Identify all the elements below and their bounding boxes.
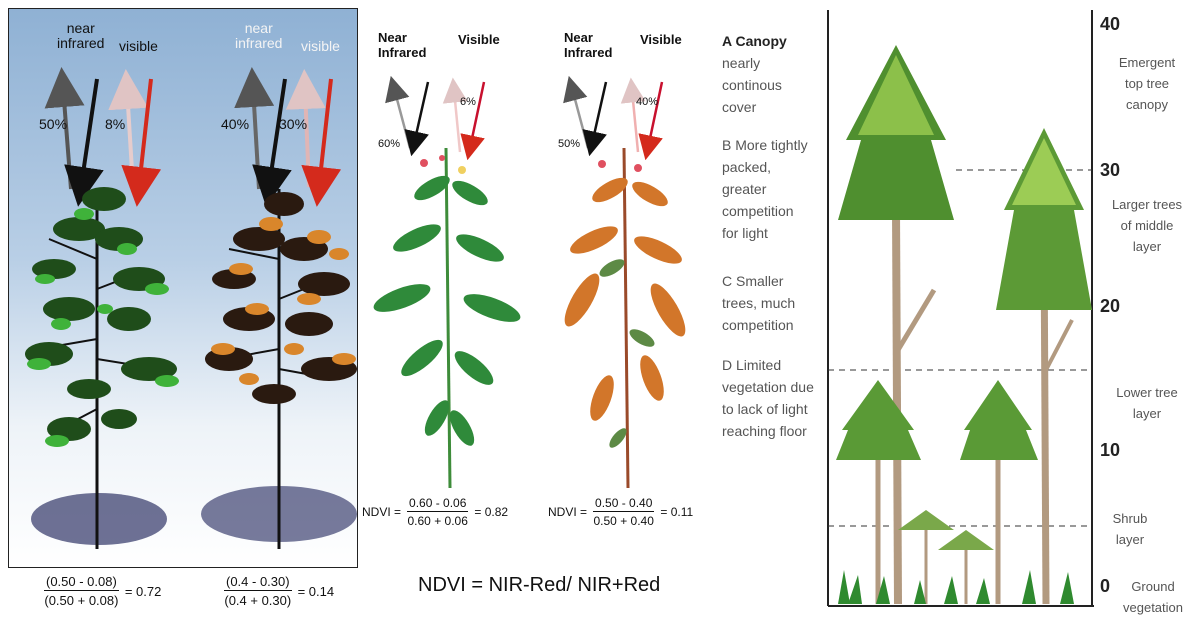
ndvi-formula-healthy: (0.50 - 0.08)(0.50 + 0.08) = 0.72: [44, 574, 161, 608]
near-infrared-label: near infrared: [235, 21, 282, 51]
layer-a-description: nearly continous cover: [722, 52, 822, 118]
height-axis-40: 40: [1100, 14, 1120, 35]
emergent-layer-label: Emergent top tree canopy: [1104, 52, 1190, 115]
incoming-visible-arrow: [139, 79, 151, 187]
formula-numerator: (0.4 - 0.30): [224, 574, 292, 591]
height-axis-20: 20: [1100, 296, 1120, 317]
tree-illustration: [9, 9, 357, 567]
formula-result: = 0.82: [474, 505, 508, 519]
visible-percent-label: 8%: [105, 117, 125, 132]
ground-vegetation: [838, 570, 1074, 604]
reflected-visible-arrow: [127, 89, 133, 187]
visible-label: Visible: [458, 32, 500, 47]
incoming-nir-arrow: [269, 79, 285, 187]
formula-result: = 0.72: [125, 584, 162, 599]
visible-label: visible: [301, 39, 340, 54]
middle-layer-label: Larger trees of middle layer: [1104, 194, 1190, 257]
shrub: [898, 510, 954, 604]
plant-illustration: [362, 18, 702, 498]
lower-layer-tree: [836, 380, 921, 604]
formula-result: = 0.11: [660, 505, 693, 519]
formula-result: = 0.14: [298, 584, 335, 599]
visible-label: visible: [119, 39, 158, 54]
formula-numerator: (0.50 - 0.08): [44, 574, 119, 591]
height-axis-0: 0: [1100, 576, 1110, 597]
lower-layer-label: Lower tree layer: [1104, 382, 1190, 424]
height-axis-30: 30: [1100, 160, 1120, 181]
formula-prefix: NDVI =: [362, 505, 401, 519]
layer-a-title: A Canopy: [722, 30, 822, 52]
visible-percent-label: 30%: [279, 117, 307, 132]
reflected-nir-arrow: [253, 87, 259, 189]
nir-percent-label: 50%: [39, 117, 67, 132]
nir-percent-label: 60%: [378, 138, 400, 150]
height-axis-10: 10: [1100, 440, 1120, 461]
healthy-vs-stressed-tree-panel: near infrared visible 50% 8% near infrar…: [8, 8, 358, 568]
formula-denominator: 0.60 + 0.06: [407, 512, 468, 528]
visible-percent-label: 40%: [636, 96, 658, 108]
stressed-plant: [558, 148, 691, 488]
plant-ndvi-panel: Near Infrared Visible 60% 6% Near Infrar…: [362, 18, 702, 618]
lower-layer-tree: [960, 380, 1038, 604]
visible-label: Visible: [640, 32, 682, 47]
visible-percent-label: 6%: [460, 96, 476, 108]
ndvi-main-formula: NDVI = NIR-Red/ NIR+Red: [418, 574, 660, 597]
formula-denominator: (0.4 + 0.30): [224, 591, 292, 608]
formula-numerator: 0.50 - 0.40: [593, 496, 654, 512]
layer-d-description: D Limited vegetation due to lack of ligh…: [722, 354, 822, 442]
nir-percent-label: 40%: [221, 117, 249, 132]
healthy-plant: [370, 148, 523, 488]
forest-layer-descriptions: A Canopy nearly continous cover B More t…: [722, 30, 822, 442]
formula-prefix: NDVI =: [548, 505, 587, 519]
formula-denominator: (0.50 + 0.08): [44, 591, 119, 608]
nir-percent-label: 50%: [558, 138, 580, 150]
shrub-layer-label: Shrub layer: [1104, 508, 1156, 550]
incoming-visible-arrow: [319, 79, 331, 187]
layer-c-description: C Smaller trees, much competition: [722, 270, 822, 336]
ground-layer-label: Ground vegetation: [1112, 576, 1194, 618]
reflected-nir-arrow: [63, 87, 71, 189]
near-infrared-label: Near Infrared: [378, 30, 426, 60]
near-infrared-label: Near Infrared: [564, 30, 612, 60]
ndvi-formula-stressed: (0.4 - 0.30)(0.4 + 0.30) = 0.14: [224, 574, 334, 608]
formula-numerator: 0.60 - 0.06: [407, 496, 468, 512]
tree-shadow: [31, 493, 167, 545]
formula-denominator: 0.50 + 0.40: [593, 512, 654, 528]
middle-layer-tree: [996, 128, 1092, 604]
forest-layer-illustration: [826, 10, 1098, 610]
reflected-visible-arrow: [305, 89, 309, 187]
layer-b-description: B More tightly packed, greater competiti…: [722, 134, 822, 244]
incoming-nir-arrow: [81, 79, 97, 187]
near-infrared-label: near infrared: [57, 21, 104, 51]
